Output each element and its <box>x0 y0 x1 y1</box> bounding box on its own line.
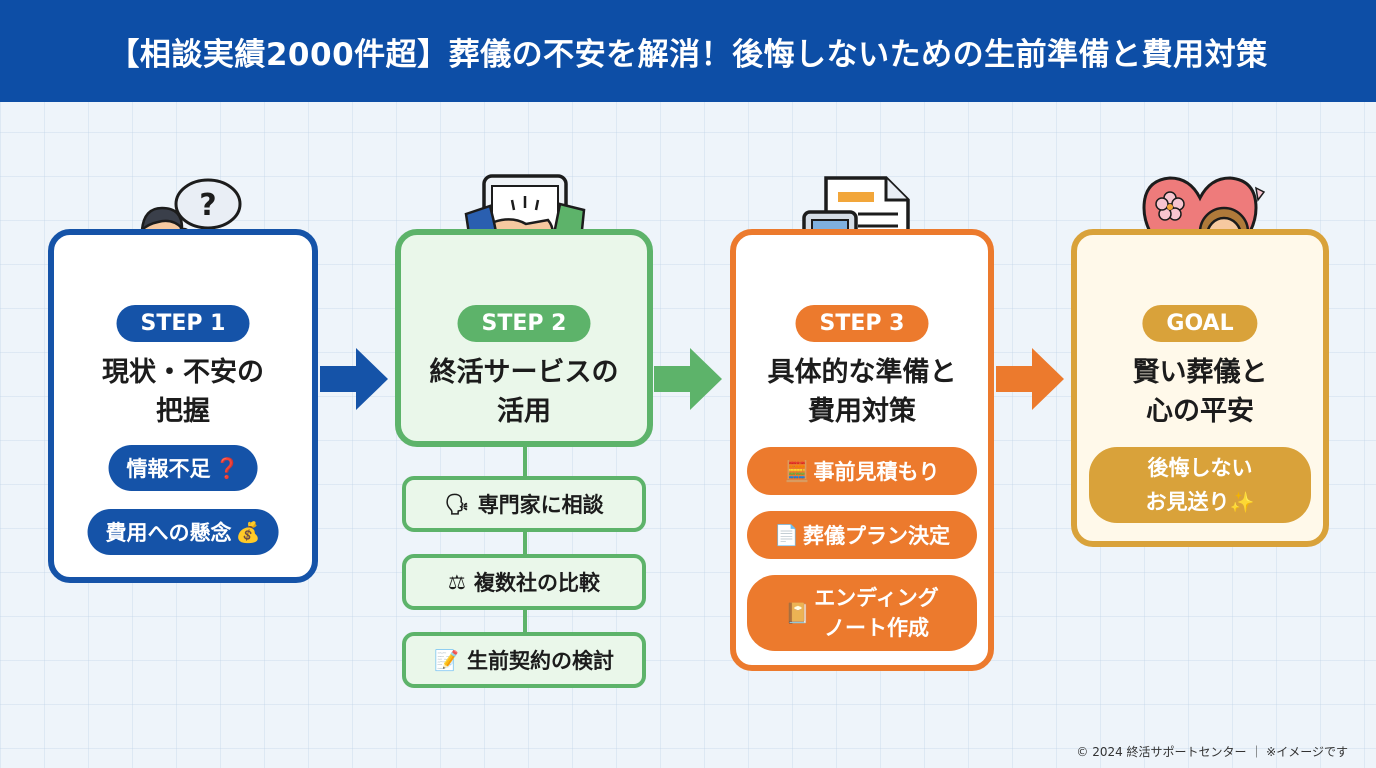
step1-card: STEP 1 現状・不安の 把握 情報不足❓ 費用への懸念💰 <box>48 229 318 583</box>
arrow-step1-to-step2 <box>320 348 388 410</box>
step2-card: STEP 2 終活サービスの 活用 <box>395 229 653 447</box>
goal-title: 賢い葬儀と 心の平安 <box>1132 357 1268 427</box>
step3-card: STEP 3 具体的な準備と 費用対策 🧮事前見積もり 📄葬儀プラン決定 📔 エ… <box>730 229 994 671</box>
arrow-step3-to-goal <box>996 348 1064 410</box>
step3-item-estimate: 🧮事前見積もり <box>747 447 977 495</box>
goal-label: GOAL <box>1142 305 1258 342</box>
step2-item-consult-expert: 🗣専門家に相談 <box>402 476 646 532</box>
svg-text:?: ? <box>199 188 216 223</box>
sparkles-icon: ✨ <box>1229 490 1255 514</box>
step2-item-compare-companies: ⚖複数社の比較 <box>402 554 646 610</box>
document-icon: 📄 <box>774 523 799 547</box>
money-bag-icon: 💰 <box>235 520 261 544</box>
step3-item-funeral-plan: 📄葬儀プラン決定 <box>747 511 977 559</box>
step2-connector-line <box>523 447 527 647</box>
goal-card: GOAL 賢い葬儀と 心の平安 後悔しない お見送り✨ <box>1071 229 1329 547</box>
step3-item-ending-note: 📔 エンディング ノート作成 <box>747 575 977 651</box>
step1-item-cost-concern: 費用への懸念💰 <box>87 509 279 555</box>
step2-item-preneed-contract: 📝生前契約の検討 <box>402 632 646 688</box>
memo-icon: 📝 <box>434 648 459 672</box>
notebook-icon: 📔 <box>785 601 811 625</box>
speaking-head-icon: 🗣 <box>444 492 470 516</box>
page-title: 【相談実績2000件超】葬儀の不安を解消！後悔しないための生前準備と費用対策 <box>0 0 1376 102</box>
step3-title: 具体的な準備と 費用対策 <box>767 357 957 427</box>
arrow-step2-to-step3 <box>654 348 722 410</box>
step1-label: STEP 1 <box>116 305 250 342</box>
footer-copyright: © 2024 終活サポートセンター ｜ ※イメージです <box>1076 745 1348 759</box>
calculator-icon: 🧮 <box>784 459 810 483</box>
step2-label: STEP 2 <box>457 305 591 342</box>
step1-item-info-shortage: 情報不足❓ <box>108 445 258 491</box>
goal-item-no-regret-farewell: 後悔しない お見送り✨ <box>1089 447 1311 523</box>
question-mark-icon: ❓ <box>214 456 240 480</box>
step2-title: 終活サービスの 活用 <box>429 357 619 427</box>
step3-label: STEP 3 <box>795 305 929 342</box>
balance-scale-icon: ⚖ <box>448 570 466 594</box>
step1-title: 現状・不安の 把握 <box>102 357 264 427</box>
